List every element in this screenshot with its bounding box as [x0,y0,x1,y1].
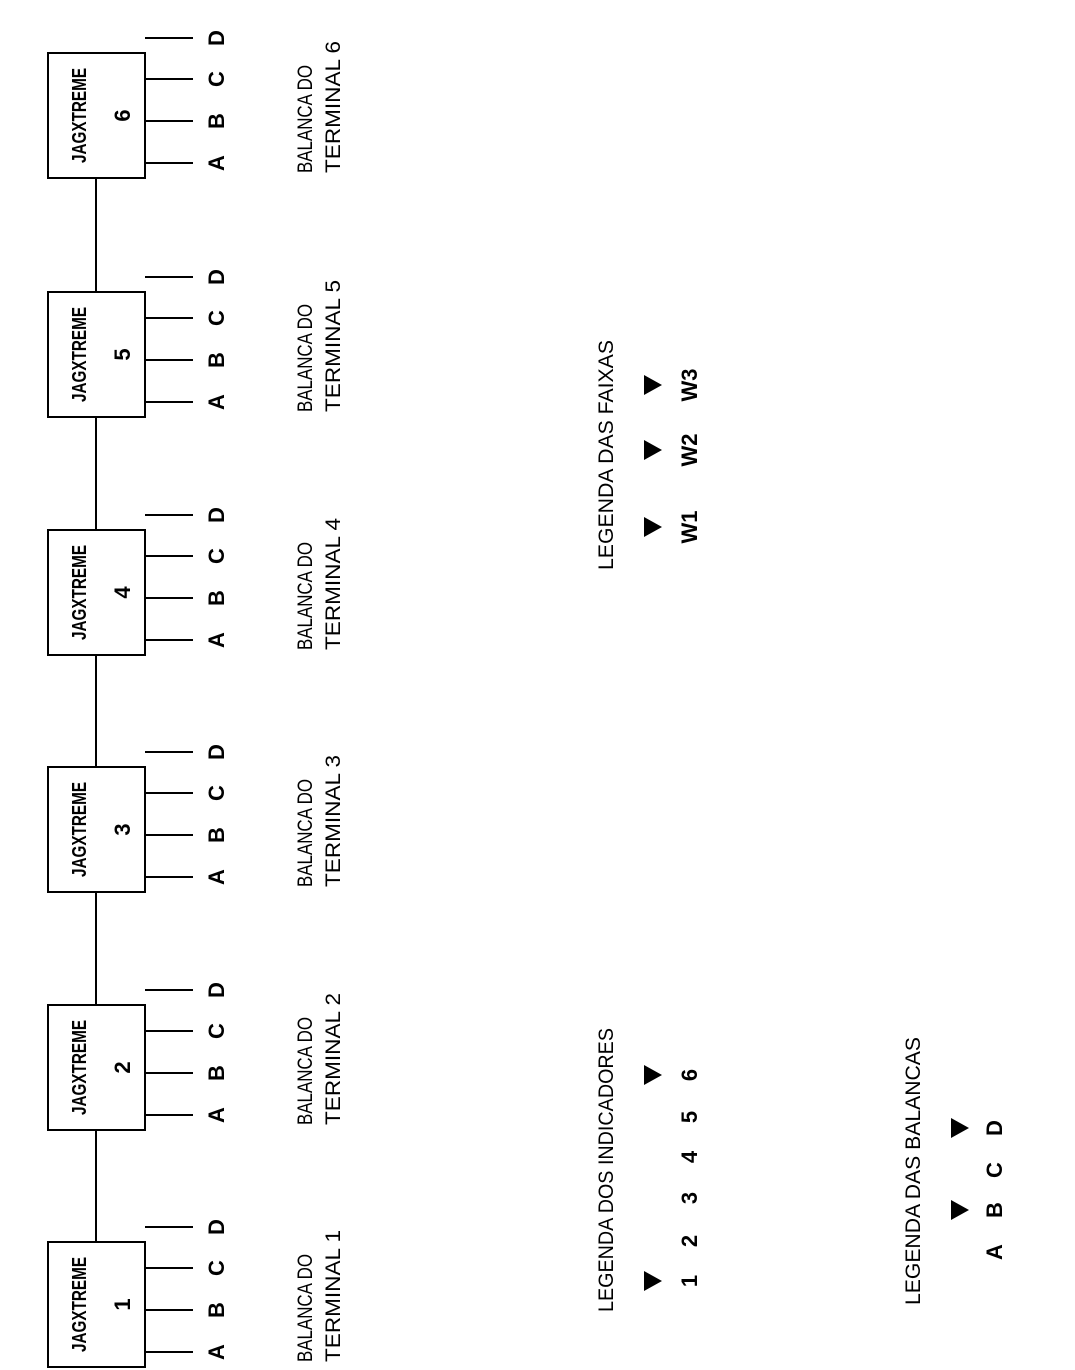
terminal-name: JAGXTREME [69,545,91,640]
legend-item-w3: W3 [677,369,702,402]
terminal-number: 3 [110,823,135,835]
terminal-number: 2 [110,1061,135,1073]
port-label-b: B [204,590,229,606]
port-label-d: D [204,507,229,523]
terminal-caption-line2: TERMINAL 2 [322,993,345,1125]
legend-item-w1: W1 [677,511,702,544]
port-label-c: C [204,71,229,87]
legend-item-a: A [982,1244,1007,1260]
terminal-number: 6 [110,109,135,121]
terminal-caption-line1: BALANCA DO [294,1254,317,1362]
terminal-box [47,1004,146,1131]
port-label-a: A [204,394,229,410]
legend-item-c: C [982,1162,1007,1178]
terminal-number: 5 [110,348,135,360]
legend-ranges: LEGENDA DAS FAIXAS W1 W2 W3 [595,340,702,570]
legend-scales: LEGENDA DAS BALANCAS A B C D [902,1037,1007,1305]
terminal-box [47,766,146,893]
port-label-a: A [204,869,229,885]
terminal-caption-line1: BALANCA DO [294,304,317,412]
legend-marker-6 [644,1065,662,1085]
terminal-box [47,52,146,179]
legend-item-5: 5 [677,1111,702,1123]
legend-marker-w1 [644,517,662,537]
port-label-a: A [204,1344,229,1360]
port-label-c: C [204,1023,229,1039]
legend-item-1: 1 [677,1275,702,1287]
port-label-c: C [204,548,229,564]
port-label-c: C [204,1260,229,1276]
legend-indicators: LEGENDA DOS INDICADORES 1 2 3 4 5 6 [595,1028,702,1312]
terminal-caption-line2: TERMINAL 6 [322,41,345,173]
terminal-number: 4 [110,586,135,599]
port-label-d: D [204,30,229,46]
terminal-caption-line1: BALANCA DO [294,779,317,887]
port-label-b: B [204,1302,229,1318]
port-label-b: B [204,352,229,368]
legend-marker-b [951,1200,969,1220]
terminal-number: 1 [110,1298,135,1310]
port-label-d: D [204,982,229,998]
terminal-caption-line1: BALANCA DO [294,1017,317,1125]
terminal-name: JAGXTREME [69,1020,91,1115]
legend-item-d: D [982,1120,1007,1136]
legend-title: LEGENDA DOS INDICADORES [595,1028,618,1312]
terminal-caption-line1: BALANCA DO [294,65,317,173]
terminal-name: JAGXTREME [69,782,91,877]
terminal-name: JAGXTREME [69,1257,91,1352]
terminal-caption-line2: TERMINAL 1 [322,1230,345,1362]
legend-title: LEGENDA DAS BALANCAS [902,1037,925,1305]
port-label-c: C [204,310,229,326]
legend-item-b: B [982,1202,1007,1218]
legend-marker-1 [644,1271,662,1291]
port-label-a: A [204,1107,229,1123]
terminal-caption-line2: TERMINAL 3 [322,755,345,887]
terminal-box [47,1241,146,1368]
terminal-box [47,291,146,418]
legend-item-2: 2 [677,1235,702,1247]
legend-item-w2: W2 [677,434,702,467]
port-label-d: D [204,269,229,285]
terminal-caption-line2: TERMINAL 4 [322,518,345,650]
terminal-name: JAGXTREME [69,307,91,402]
legend-marker-d [951,1118,969,1138]
port-label-b: B [204,1065,229,1081]
legend-item-3: 3 [677,1192,702,1204]
port-label-d: D [204,1219,229,1235]
port-label-a: A [204,155,229,171]
legend-item-6: 6 [677,1069,702,1081]
port-label-a: A [204,632,229,648]
port-label-b: B [204,827,229,843]
terminal-name: JAGXTREME [69,68,91,163]
port-label-d: D [204,744,229,760]
legend-item-4: 4 [677,1150,702,1163]
port-label-b: B [204,113,229,129]
legend-title: LEGENDA DAS FAIXAS [595,340,618,570]
terminal-caption-line1: BALANCA DO [294,542,317,650]
terminal-caption-line2: TERMINAL 5 [322,280,345,412]
terminal-box [47,529,146,656]
legend-marker-w2 [644,440,662,460]
port-label-c: C [204,785,229,801]
legend-marker-w3 [644,375,662,395]
